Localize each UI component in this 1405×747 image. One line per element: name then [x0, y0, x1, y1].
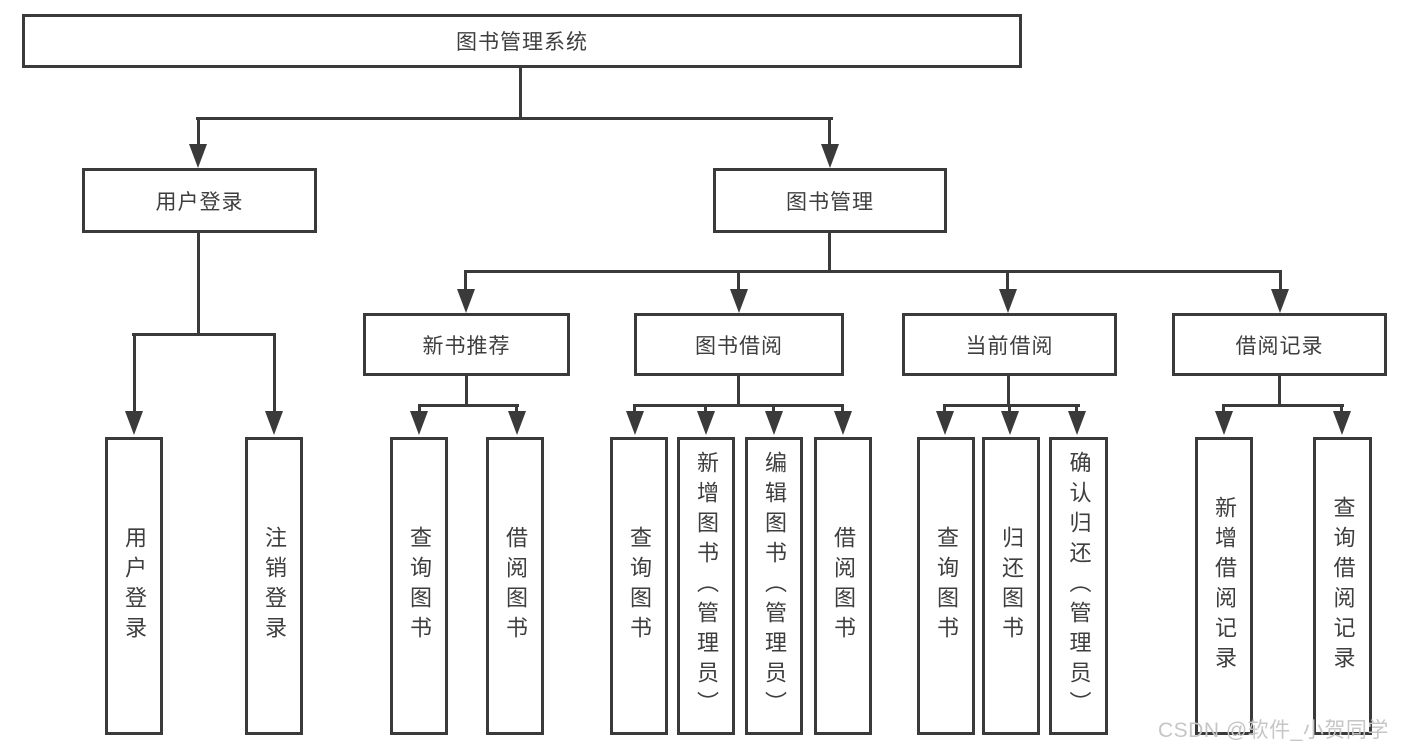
csdn-watermark: CSDN @软件_小贺同学	[1158, 719, 1389, 742]
node-leaf-label: 借阅图书	[831, 526, 856, 646]
connector-borrow-records-stem	[1278, 376, 1281, 406]
connector-drop-borrow-records	[1279, 272, 1282, 294]
node-current-borrow: 当前借阅	[902, 313, 1117, 376]
connector-book-borrow-stem	[737, 376, 740, 406]
connector-user-login-branch	[132, 333, 276, 336]
arrow-down-icon	[1271, 289, 1289, 313]
arrow-down-icon	[457, 289, 475, 313]
arrow-down-icon	[125, 411, 143, 435]
node-leaf-logout: 注销登录	[245, 437, 303, 735]
node-system-root: 图书管理系统	[22, 14, 1022, 68]
connector-drop	[1222, 406, 1225, 414]
connector-drop	[704, 406, 707, 414]
arrow-down-icon	[834, 411, 852, 435]
connector-root-stem	[519, 68, 522, 120]
node-leaf-query-books-recommend: 查询图书	[390, 437, 448, 735]
node-user-login: 用户登录	[82, 168, 317, 233]
connector-borrow-records-branch	[1222, 404, 1344, 407]
node-user-login-label: 用户登录	[155, 190, 244, 214]
connector-book-management-branch	[464, 270, 1282, 273]
node-leaf-label: 借阅图书	[503, 526, 528, 646]
node-leaf-borrow-books-recommend: 借阅图书	[486, 437, 544, 735]
arrow-down-icon	[730, 289, 748, 313]
connector-drop	[1340, 406, 1343, 414]
arrow-down-icon	[626, 411, 644, 435]
node-borrow-records: 借阅记录	[1172, 313, 1387, 376]
node-leaf-borrow-books: 借阅图书	[814, 437, 872, 735]
node-leaf-label: 查询图书	[407, 526, 432, 646]
connector-drop-user-login	[197, 119, 200, 149]
arrow-down-icon	[1333, 411, 1351, 435]
connector-drop	[1075, 406, 1078, 414]
connector-root-branch	[196, 117, 833, 120]
connector-new-book-branch	[418, 404, 519, 407]
node-book-borrow-label: 图书借阅	[695, 334, 783, 358]
arrow-down-icon	[765, 411, 783, 435]
arrow-down-icon	[1215, 411, 1233, 435]
node-leaf-user-login-label: 用户登录	[122, 526, 147, 646]
arrow-down-icon	[1001, 411, 1019, 435]
node-leaf-query-books-current: 查询图书	[917, 437, 975, 735]
connector-drop	[1008, 406, 1011, 414]
node-book-management: 图书管理	[713, 168, 947, 233]
arrow-down-icon	[821, 144, 839, 168]
node-leaf-label: 查询借阅记录	[1330, 496, 1356, 676]
node-leaf-label: 查询图书	[627, 526, 652, 646]
node-leaf-label: 查询图书	[934, 526, 959, 646]
node-leaf-user-login: 用户登录	[105, 437, 163, 735]
connector-book-management-stem	[828, 233, 831, 273]
node-leaf-logout-label: 注销登录	[262, 526, 287, 646]
node-leaf-add-borrow-record: 新增借阅记录	[1195, 437, 1253, 735]
node-system-root-label: 图书管理系统	[456, 31, 588, 54]
node-leaf-label: 归还图书	[999, 526, 1024, 646]
node-leaf-confirm-return-admin: 确认归还（管理员）	[1049, 437, 1108, 735]
arrow-down-icon	[410, 411, 428, 435]
node-leaf-add-book-admin: 新增图书（管理员）	[677, 437, 735, 735]
connector-drop	[772, 406, 775, 414]
node-book-management-label: 图书管理	[786, 190, 874, 214]
connector-current-borrow-branch	[943, 404, 1080, 407]
node-new-book-recommend: 新书推荐	[363, 313, 570, 376]
node-leaf-query-books-borrow: 查询图书	[610, 437, 668, 735]
node-leaf-label: 确认归还（管理员）	[1066, 451, 1092, 721]
connector-drop	[515, 406, 518, 414]
connector-drop-book-management	[828, 119, 831, 149]
node-leaf-edit-book-admin: 编辑图书（管理员）	[745, 437, 803, 735]
arrow-down-icon	[936, 411, 954, 435]
connector-drop	[633, 406, 636, 414]
arrow-down-icon	[189, 144, 207, 168]
arrow-down-icon	[508, 411, 526, 435]
connector-book-borrow-branch	[633, 404, 844, 407]
connector-user-login-stem	[197, 233, 200, 335]
node-borrow-records-label: 借阅记录	[1235, 334, 1324, 358]
node-leaf-query-borrow-record: 查询借阅记录	[1313, 437, 1372, 735]
arrow-down-icon	[1068, 411, 1086, 435]
connector-drop-current-borrow	[1006, 272, 1009, 294]
node-leaf-label: 新增借阅记录	[1212, 496, 1237, 676]
node-current-borrow-label: 当前借阅	[965, 334, 1054, 358]
connector-new-book-stem	[465, 376, 468, 406]
connector-drop-book-borrow	[737, 272, 740, 294]
connector-drop-leaf-logout	[273, 335, 276, 413]
arrow-down-icon	[697, 411, 715, 435]
connector-drop-leaf-user-login	[133, 335, 136, 413]
node-book-borrow: 图书借阅	[634, 313, 844, 376]
node-leaf-label: 编辑图书（管理员）	[762, 451, 787, 721]
arrow-down-icon	[265, 411, 283, 435]
connector-drop	[943, 406, 946, 414]
connector-drop	[841, 406, 844, 414]
connector-drop-new-book	[464, 272, 467, 294]
connector-current-borrow-stem	[1007, 376, 1010, 406]
connector-drop	[418, 406, 421, 414]
node-leaf-label: 新增图书（管理员）	[694, 451, 719, 721]
node-new-book-recommend-label: 新书推荐	[422, 334, 511, 358]
arrow-down-icon	[999, 289, 1017, 313]
node-leaf-return-book: 归还图书	[982, 437, 1040, 735]
